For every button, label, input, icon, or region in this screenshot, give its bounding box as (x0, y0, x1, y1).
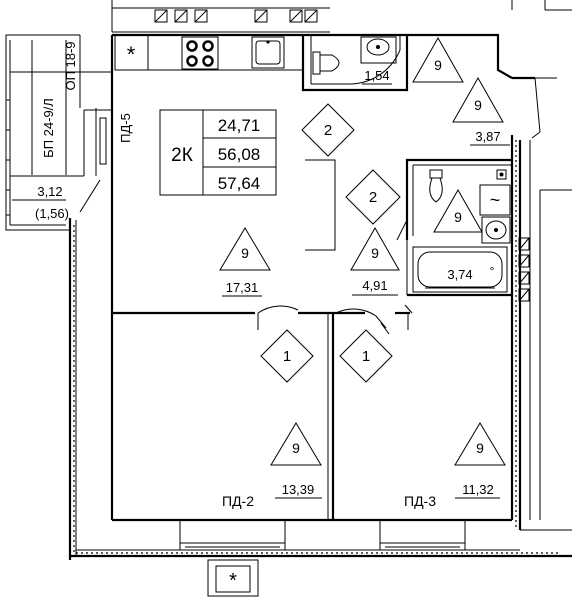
wall-label-bedroom-right: ПД-3 (404, 493, 436, 509)
balcony-area: 3,12 (37, 184, 62, 199)
bath-sink-icon (481, 216, 511, 244)
washer-wave: ~ (490, 190, 501, 210)
top-window-strip (111, 0, 330, 33)
living-room-area: 17,31 (226, 280, 259, 295)
triangle-marker-bedroom-right-label: 9 (476, 440, 484, 456)
triangle-marker-living-label: 9 (241, 245, 249, 261)
bath-degree: ° (490, 264, 495, 278)
balcony-area-reduced: (1,56) (35, 206, 69, 221)
kitchen-sink-icon (251, 36, 285, 69)
kitchen-area: 3,87 (475, 129, 500, 144)
bottom-vent-box: * (207, 559, 259, 597)
triangle-marker-bedroom-right: 9 (454, 422, 506, 466)
washer-icon: ~ (479, 169, 511, 216)
diamond-marker-left-bedroom: 1 (260, 329, 314, 383)
wall-label-bedroom-left: ПД-2 (222, 493, 254, 509)
living-area: 24,71 (218, 116, 261, 135)
right-top-lines (511, 0, 572, 11)
triangle-marker-bath-label: 9 (454, 209, 462, 225)
outer-walls (68, 33, 572, 560)
triangle-marker-hall-label: 9 (371, 245, 379, 261)
triangle-marker-bedroom-left-label: 9 (292, 440, 300, 456)
balcony-label-primary: БП 24-9/Л (41, 98, 56, 158)
total-area: 56,08 (218, 145, 261, 164)
apartment-info-box: 2К 24,71 56,08 57,64 (159, 109, 277, 196)
wall-label-living: ПД-5 (118, 113, 133, 143)
triangle-marker-bath: 9 (433, 188, 483, 233)
hall-area: 4,91 (362, 278, 387, 293)
bath-toilet-icon (429, 169, 443, 203)
diamond-marker-upper: 2 (301, 103, 355, 157)
bathroom-block: 3,74 ° (396, 158, 512, 297)
apartment-type: 2К (171, 145, 193, 166)
interior-partitions (112, 304, 413, 520)
total-area-with-balcony: 57,64 (218, 174, 261, 193)
right-window-column (518, 140, 572, 520)
bottom-windows (179, 519, 466, 551)
diamond-marker-upper-label: 2 (324, 122, 332, 139)
diamond-marker-left-bedroom-label: 1 (283, 348, 291, 365)
triangle-marker-kitchen: 9 (452, 76, 504, 123)
triangle-marker-kitchen-label: 9 (474, 97, 482, 113)
diamond-marker-right-bedroom-label: 1 (362, 348, 370, 365)
dotted-outline (73, 140, 560, 554)
wc-room (301, 35, 409, 92)
diamond-marker-right-bedroom: 1 (339, 329, 393, 383)
vent-asterisk: * (229, 570, 237, 592)
kitchen-asterisk: * (127, 42, 136, 67)
toilet-icon (312, 51, 340, 75)
bedroom-right-area: 11,32 (462, 482, 494, 497)
triangle-marker-hall: 9 (350, 226, 400, 271)
balcony: БП 24-9/Л ОП 18-9 3,12 (1,56) (5, 34, 112, 231)
stove-icon (181, 36, 219, 70)
diamond-marker-middle: 2 (345, 169, 401, 225)
bath-area: 3,74 (447, 267, 472, 282)
balcony-label-secondary: ОП 18-9 (63, 41, 78, 90)
triangle-marker-bedroom-left: 9 (270, 422, 322, 466)
bedroom-left-area: 13,39 (282, 482, 315, 497)
triangle-marker-living: 9 (219, 227, 271, 271)
wc-area: 1,54 (364, 68, 389, 83)
wc-sink-icon (360, 36, 397, 64)
triangle-marker-wc-outside-label: 9 (434, 57, 442, 73)
triangle-marker-wc-outside: 9 (412, 36, 464, 83)
diamond-marker-middle-label: 2 (369, 189, 377, 206)
